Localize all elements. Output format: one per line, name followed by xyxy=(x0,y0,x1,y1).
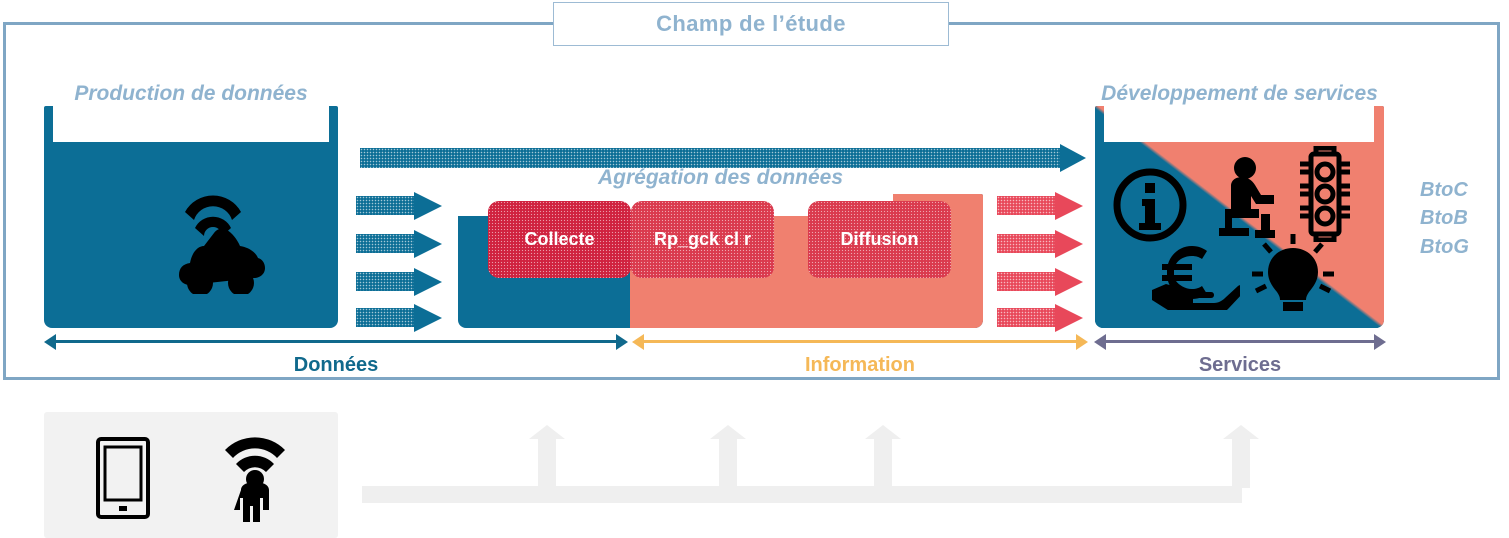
arrow-shaft xyxy=(360,148,1066,168)
axis-arrow-right xyxy=(1374,333,1386,350)
services-container: Développement de services xyxy=(1095,82,1384,328)
production-title: Production de données xyxy=(74,82,308,105)
information-flow-arrow-4 xyxy=(997,303,1083,332)
services-title-notch xyxy=(1104,106,1374,142)
connected-car-icon xyxy=(157,190,269,294)
arrow-head xyxy=(865,425,901,439)
axis-arrow-right xyxy=(1076,333,1088,350)
arrow-shaft xyxy=(356,308,420,327)
production-flow-arrow-3 xyxy=(356,267,442,296)
production-flow-arrow-1 xyxy=(356,191,442,220)
arrow-head xyxy=(414,267,442,296)
feedback-up-arrow-2 xyxy=(710,425,746,488)
arrow-shaft xyxy=(997,234,1061,253)
arrow-shaft xyxy=(997,272,1061,291)
arrow-head xyxy=(414,191,442,220)
axis-arrow-left xyxy=(1094,333,1106,350)
end-user-feedback-bar xyxy=(362,486,1242,503)
smartphone-icon xyxy=(95,436,151,520)
arrow-head xyxy=(1055,267,1083,296)
information-flow-arrow-3 xyxy=(997,267,1083,296)
traffic-light-icon xyxy=(1294,146,1356,242)
market-segment-btob: BtoB xyxy=(1420,207,1468,230)
arrow-shaft xyxy=(356,196,420,215)
feedback-up-arrow-3 xyxy=(865,425,901,488)
arrow-head xyxy=(414,229,442,258)
data-to-services-arrow xyxy=(360,144,1086,172)
feedback-up-arrow-4 xyxy=(1223,425,1259,488)
production-container: Production de données xyxy=(44,82,338,328)
market-segment-btog: BtoG xyxy=(1420,235,1469,258)
connected-pedestrian-icon xyxy=(217,430,293,522)
arrow-head xyxy=(529,425,565,439)
axis-label-services: Services xyxy=(1198,354,1282,376)
feedback-up-arrow-1 xyxy=(529,425,565,488)
axis-label-donnees: Données xyxy=(293,354,379,376)
arrow-head xyxy=(710,425,746,439)
aggregation-title: Agrégation des données xyxy=(597,166,844,189)
axis-label-information: Information xyxy=(805,354,915,376)
end-user-devices-panel xyxy=(44,412,338,538)
arrow-head xyxy=(1060,144,1086,172)
production-title-notch xyxy=(53,106,329,142)
lightbulb-icon xyxy=(1250,234,1336,316)
axis-arrow-left xyxy=(632,333,644,350)
study-scope-title: Champ de l’étude xyxy=(553,2,949,46)
arrow-shaft xyxy=(997,308,1061,327)
production-flow-arrow-4 xyxy=(356,303,442,332)
arrow-head xyxy=(1223,425,1259,439)
arrow-shaft xyxy=(997,196,1061,215)
information-flow-arrow-2 xyxy=(997,229,1083,258)
arrow-head xyxy=(1055,229,1083,258)
information-flow-arrow-1 xyxy=(997,191,1083,220)
arrow-shaft xyxy=(356,234,420,253)
services-title: Développement de services xyxy=(1101,82,1378,105)
axis-line xyxy=(55,340,617,343)
arrow-head xyxy=(414,303,442,332)
aggregation-box-diffusion[interactable]: Diffusion xyxy=(808,201,951,278)
wheelchair-user-icon xyxy=(1213,156,1283,242)
axis-arrow-right xyxy=(616,333,628,350)
aggregation-box-retraitement[interactable]: Rp_gck cl r xyxy=(631,201,774,278)
arrow-shaft xyxy=(356,272,420,291)
aggregation-box-collecte[interactable]: Collecte xyxy=(488,201,631,278)
market-segments-legend: BtoC BtoB BtoG xyxy=(1420,176,1504,261)
euro-in-hand-icon xyxy=(1150,242,1240,310)
axis-line xyxy=(1105,340,1375,343)
market-segment-btoc: BtoC xyxy=(1420,179,1468,201)
arrow-head xyxy=(1055,191,1083,220)
axis-line xyxy=(643,340,1077,343)
information-icon xyxy=(1111,166,1189,244)
production-flow-arrow-2 xyxy=(356,229,442,258)
axis-arrow-left xyxy=(44,333,56,350)
aggregation-container: Agrégation des données Collecte Rp_gck c… xyxy=(458,166,983,328)
arrow-head xyxy=(1055,303,1083,332)
